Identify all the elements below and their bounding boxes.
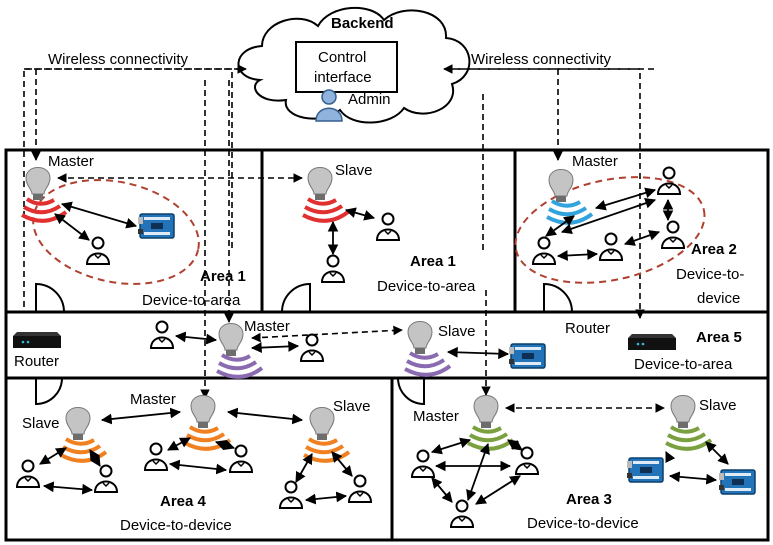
signal-icon-green <box>665 425 713 451</box>
user-icon[interactable] <box>150 320 174 349</box>
control-interface-box[interactable] <box>295 41 398 93</box>
building-walls <box>4 148 770 542</box>
user-icon[interactable] <box>515 446 539 475</box>
bulb-icon[interactable] <box>473 395 499 429</box>
area3-slave-label: Slave <box>699 397 737 414</box>
area2-group-ellipse <box>514 176 706 284</box>
bulb-icon[interactable] <box>218 323 244 357</box>
area4-type: Device-to-device <box>120 517 232 534</box>
user-icon[interactable] <box>321 254 345 283</box>
user-icon[interactable] <box>599 232 623 261</box>
area2-master-label: Master <box>572 153 618 170</box>
area1-left-master-label: Master <box>48 153 94 170</box>
area5-slave-label: Slave <box>438 323 476 340</box>
router-right-label: Router <box>565 320 610 337</box>
control-interface-line2: interface <box>314 69 372 86</box>
bulb-icon[interactable] <box>65 407 91 441</box>
area3-arrows <box>430 437 729 505</box>
area3-type: Device-to-device <box>527 515 639 532</box>
router-icon[interactable] <box>628 334 676 350</box>
arduino-board-icon[interactable] <box>137 213 175 239</box>
area2-arrows <box>545 187 674 261</box>
user-icon[interactable] <box>300 333 324 362</box>
signal-icon-orange <box>184 425 232 451</box>
backend-title: Backend <box>331 15 394 32</box>
area2-name: Area 2 <box>691 241 737 258</box>
bulb-icon[interactable] <box>548 169 574 203</box>
area4-name: Area 4 <box>160 493 207 510</box>
user-icon[interactable] <box>661 220 685 249</box>
signal-icon-purple <box>216 353 264 379</box>
admin-label: Admin <box>348 91 391 108</box>
area1-right-name: Area 1 <box>410 253 456 270</box>
user-icon[interactable] <box>86 236 110 265</box>
user-icon[interactable] <box>94 464 118 493</box>
user-icon[interactable] <box>229 444 253 473</box>
area2-type-line1: Device-to- <box>676 266 744 283</box>
signal-icon-red <box>302 197 350 223</box>
bulb-icon[interactable] <box>190 395 216 429</box>
bulb-icon[interactable] <box>25 167 51 201</box>
user-icon[interactable] <box>376 212 400 241</box>
wireless-label-left: Wireless connectivity <box>48 51 189 68</box>
bulb-icon[interactable] <box>307 167 333 201</box>
area3-master-label: Master <box>413 408 459 425</box>
area1-group-ellipse <box>32 179 200 285</box>
area5-master-label: Master <box>244 318 290 335</box>
bulb-icon[interactable] <box>670 395 696 429</box>
area5-type: Device-to-area <box>634 356 733 373</box>
signal-icon-orange <box>60 437 108 463</box>
signal-icon-purple <box>404 351 452 377</box>
area1-right-arrows <box>327 207 376 256</box>
area5-name: Area 5 <box>696 329 742 346</box>
arduino-board-icon[interactable] <box>508 343 546 369</box>
doors <box>35 282 573 406</box>
wireless-label-right: Wireless connectivity <box>471 51 612 68</box>
user-icon[interactable] <box>532 236 556 265</box>
router-icon[interactable] <box>13 332 61 348</box>
user-icon[interactable] <box>348 474 372 503</box>
admin-icon <box>315 89 343 122</box>
user-icon[interactable] <box>411 449 435 478</box>
area1-right-slave-label: Slave <box>335 162 373 179</box>
area4-master-label: Master <box>130 391 176 408</box>
area5-arrows <box>174 331 510 360</box>
bulb-icon[interactable] <box>407 321 433 355</box>
area3-name: Area 3 <box>566 491 612 508</box>
user-icon[interactable] <box>16 459 40 488</box>
router-left-label: Router <box>14 353 59 370</box>
bulb-icon[interactable] <box>309 407 335 441</box>
user-icon[interactable] <box>144 442 168 471</box>
area1-left-type: Device-to-area <box>142 292 241 309</box>
signal-icon-green <box>467 425 515 451</box>
user-icon[interactable] <box>450 499 474 528</box>
arduino-board-icon[interactable] <box>626 457 664 483</box>
area4-slave-left-label: Slave <box>22 415 60 432</box>
control-interface-line1: Control <box>318 49 366 66</box>
area1-left-name: Area 1 <box>200 268 246 285</box>
area2-type-line2: device <box>697 290 740 307</box>
master-slave-link-area5 <box>251 325 403 343</box>
user-icon[interactable] <box>279 480 303 509</box>
area4-slave-right-label: Slave <box>333 398 371 415</box>
area1-right-type: Device-to-area <box>377 278 476 295</box>
area4-arrows <box>39 407 353 505</box>
area1-left-arrows <box>54 201 138 241</box>
arduino-board-icon[interactable] <box>718 469 756 495</box>
